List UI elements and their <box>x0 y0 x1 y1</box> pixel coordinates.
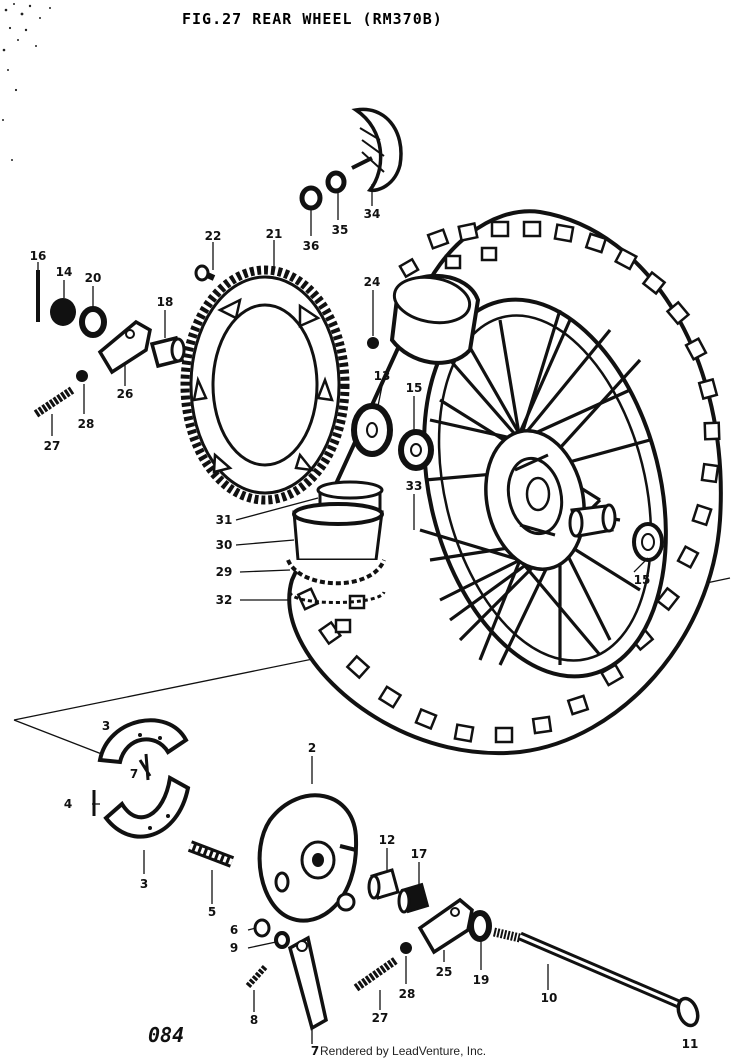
nut-14 <box>50 298 76 326</box>
spacer-12 <box>367 868 400 900</box>
hub <box>484 429 586 571</box>
chain-adjuster-25 <box>417 897 474 955</box>
callout-27-bottom: 27 <box>372 1011 389 1025</box>
callout-9: 9 <box>230 941 238 955</box>
callout-28-top: 28 <box>78 417 95 431</box>
callout-14: 14 <box>56 265 73 279</box>
callout-4: 4 <box>64 797 72 811</box>
figure-title: FIG.27 REAR WHEEL (RM370B) <box>182 10 443 28</box>
washer-19 <box>468 910 492 942</box>
washer-35 <box>325 170 347 194</box>
callout-36: 36 <box>303 239 320 253</box>
axle-10 <box>492 927 700 1028</box>
bolt-27-top <box>33 386 75 418</box>
callout-30: 30 <box>216 538 233 552</box>
brake-shoes-3 <box>97 718 191 839</box>
rear-sprocket <box>180 265 350 505</box>
callout-17: 17 <box>411 847 428 861</box>
washer-13 <box>351 403 393 457</box>
callout-29: 29 <box>216 565 233 579</box>
part-callouts: 16 14 20 22 21 36 35 34 24 18 26 27 28 1… <box>30 207 699 1058</box>
callout-3-bottom: 3 <box>140 877 148 891</box>
callout-6: 6 <box>230 923 238 937</box>
page-number: 084 <box>148 1023 184 1047</box>
callout-35: 35 <box>332 223 349 237</box>
washer-20 <box>79 306 107 338</box>
callout-34: 34 <box>364 207 381 221</box>
chain-adjuster-26 <box>97 319 152 375</box>
callout-26: 26 <box>117 387 134 401</box>
bolt-27-bottom <box>353 956 399 992</box>
bolt-22 <box>194 264 216 282</box>
sprocket-drum <box>286 480 386 604</box>
callout-10: 10 <box>541 991 558 1005</box>
callout-5: 5 <box>208 905 216 919</box>
brake-panel-2 <box>257 793 359 923</box>
callout-32: 32 <box>216 593 233 607</box>
leader-lines <box>37 184 649 1044</box>
seal-6 <box>253 918 271 938</box>
callout-3-top: 3 <box>102 719 110 733</box>
callout-15-bottom: 15 <box>634 573 651 587</box>
callout-31: 31 <box>216 513 233 527</box>
bearing-15 <box>398 429 434 471</box>
callout-22: 22 <box>205 229 222 243</box>
collar-17 <box>397 882 430 914</box>
callout-27-top: 27 <box>44 439 61 453</box>
callout-7-arm: 7 <box>311 1044 319 1058</box>
nut-36 <box>299 185 323 211</box>
brake-arm-7 <box>287 935 328 1031</box>
washer-9 <box>274 931 290 949</box>
callout-19: 19 <box>473 973 490 987</box>
bolt-8 <box>245 963 269 989</box>
axle-spacer <box>568 503 664 562</box>
callout-7-shoe: 7 <box>130 767 138 781</box>
callout-2: 2 <box>308 741 316 755</box>
callout-15-top: 15 <box>406 381 423 395</box>
callout-16: 16 <box>30 249 47 263</box>
callout-25: 25 <box>436 965 453 979</box>
callout-33: 33 <box>406 479 423 493</box>
footer-credit: Rendered by LeadVenture, Inc. <box>320 1044 486 1058</box>
nut-28-top <box>76 370 88 382</box>
callout-24: 24 <box>364 275 381 289</box>
callout-21: 21 <box>266 227 283 241</box>
nut-24 <box>367 337 379 349</box>
callout-18: 18 <box>157 295 174 309</box>
callout-13: 13 <box>374 369 391 383</box>
callout-12: 12 <box>379 833 396 847</box>
nut-28-bottom <box>400 942 412 954</box>
chain-guard-34 <box>351 107 403 193</box>
callout-8: 8 <box>250 1013 258 1027</box>
rim-band <box>389 273 481 365</box>
collar-18 <box>149 335 186 369</box>
callout-28-bottom: 28 <box>399 987 416 1001</box>
callout-20: 20 <box>85 271 102 285</box>
scan-speckle <box>2 3 51 161</box>
callout-11: 11 <box>682 1037 699 1051</box>
brake-cam-5 <box>187 840 235 868</box>
